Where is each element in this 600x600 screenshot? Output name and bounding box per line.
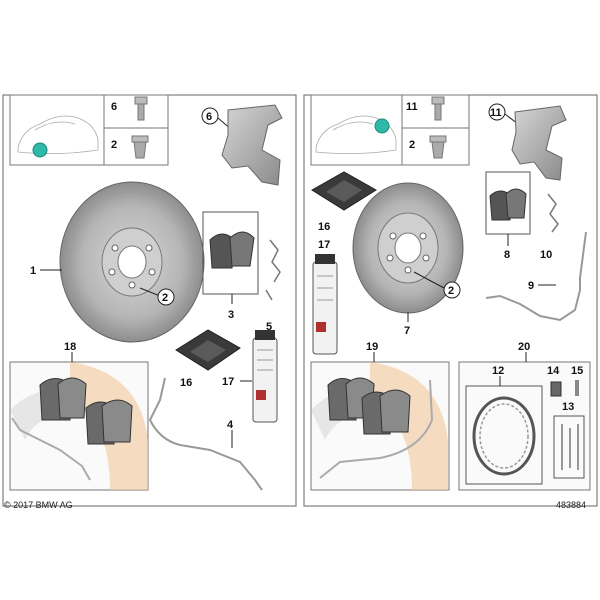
spring-clip-icon: [547, 193, 559, 233]
wear-sensor-cable-icon: [485, 231, 587, 322]
brake-disc-icon: [352, 182, 464, 314]
brake-shoe-icon: [472, 396, 536, 476]
parking-brake-kit-box: [458, 361, 591, 491]
adjuster-icon: [550, 381, 562, 397]
callout-2-inset-right: 2: [409, 139, 415, 151]
callout-15: 15: [571, 365, 583, 377]
callout-20: 20: [518, 341, 530, 353]
callout-5: 5: [266, 321, 272, 333]
callout-1: 1: [30, 265, 36, 277]
position-marker-icon: [32, 142, 48, 158]
callout-17-right: 17: [318, 239, 330, 251]
shoe-box: [465, 385, 543, 485]
callout-2-disc-right: 2: [448, 285, 454, 297]
callout-14: 14: [547, 365, 560, 377]
pin-icon: [575, 380, 579, 396]
right-panel: 11 2 11 16 17: [303, 94, 598, 507]
spring-clip-icon: [265, 239, 281, 301]
kit-sensor-icon: [11, 417, 91, 481]
callout-19: 19: [366, 341, 378, 353]
callout-11: 11: [490, 107, 502, 119]
grease-sachet-icon: [175, 329, 241, 371]
copyright-text: © 2017 BMW AG: [4, 500, 73, 510]
car-inset-box: [9, 94, 169, 166]
callout-2-inset: 2: [111, 139, 117, 151]
car-inset-box-right: [310, 94, 470, 166]
guide-pin-icon: [429, 135, 447, 159]
diagram-id: 483884: [556, 500, 586, 510]
callout-16-right: 16: [318, 221, 330, 233]
spray-can-icon: [312, 254, 338, 355]
car-outline-icon: [315, 115, 397, 154]
callout-2-disc: 2: [162, 292, 168, 304]
wear-sensor-cable-icon: [148, 377, 263, 491]
callout-16: 16: [180, 377, 192, 389]
callout-12: 12: [492, 365, 504, 377]
brake-pad-box: [202, 211, 259, 295]
spring-set-box: [553, 415, 585, 479]
position-marker-icon: [374, 118, 390, 134]
pad-kit-icon: [39, 377, 133, 445]
callout-13: 13: [562, 401, 574, 413]
callout-17: 17: [222, 376, 234, 388]
brake-disc-icon: [59, 181, 205, 343]
grease-sachet-icon: [311, 171, 377, 211]
caliper-carrier-icon: [511, 105, 567, 181]
bolt-icon: [431, 96, 445, 121]
callout-9: 9: [528, 280, 534, 292]
callout-11-inset: 11: [406, 101, 418, 113]
bolt-icon: [134, 96, 148, 121]
callout-6-inset: 6: [111, 101, 117, 113]
spray-can-icon: [252, 330, 278, 423]
callout-4: 4: [227, 419, 234, 431]
brake-pad-set-icon: [489, 188, 527, 221]
brake-pad-set-icon: [209, 231, 255, 269]
callout-10: 10: [540, 249, 552, 261]
callout-8: 8: [504, 249, 510, 261]
callout-3: 3: [228, 309, 234, 321]
guide-pin-icon: [131, 135, 149, 159]
pad-kit-icon: [327, 377, 411, 435]
spring-set-icon: [561, 424, 579, 470]
callout-6: 6: [206, 111, 212, 123]
callout-7: 7: [404, 325, 410, 337]
left-panel: 6 2 6 1: [2, 94, 297, 507]
callout-18: 18: [64, 341, 76, 353]
car-outline-icon: [17, 115, 99, 154]
kit-sensor-icon: [319, 379, 434, 479]
caliper-carrier-icon: [221, 104, 283, 186]
